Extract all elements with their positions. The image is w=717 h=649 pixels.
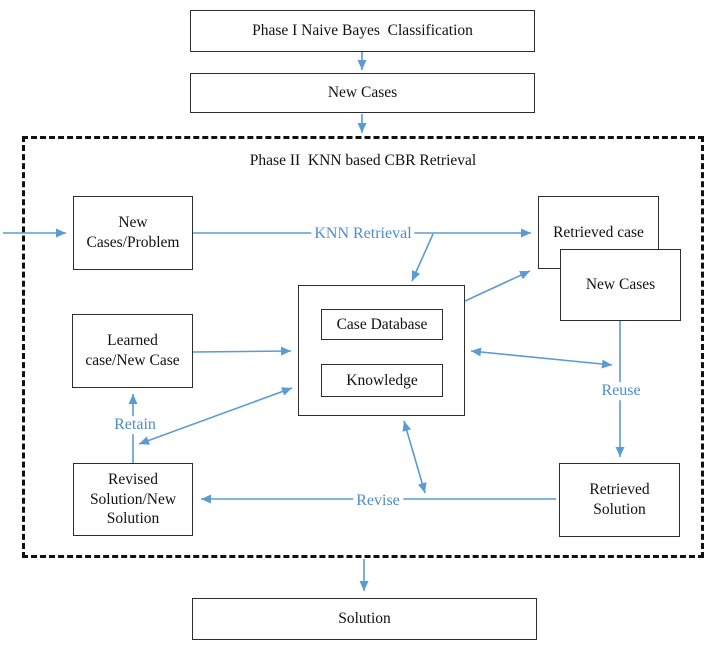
revised-solution-box: Revised Solution/New Solution (73, 463, 193, 536)
new-cases-problem-line2: Cases/Problem (86, 234, 180, 251)
new-cases-top-label: New Cases (327, 84, 398, 102)
knn-retrieval-edge-label: KNN Retrieval (311, 225, 415, 243)
revised-solution-line2: Solution/New (89, 490, 177, 508)
phase1-naive-bayes-box: Phase I Naive Bayes Classification (190, 10, 535, 52)
reuse-edge-label: Reuse (598, 382, 644, 400)
learned-case-box: Learned case/New Case (72, 314, 193, 388)
retain-edge-label: Retain (111, 416, 159, 434)
phase1-label: Phase I Naive Bayes Classification (252, 22, 473, 40)
new-cases-problem-box: New Cases/Problem (73, 196, 193, 270)
new-cases-top-box: New Cases (190, 73, 535, 113)
retrieved-case-label: Retrieved case (553, 223, 644, 241)
revised-solution-line1: Revised (108, 470, 158, 488)
case-database-label: Case Database (336, 315, 428, 333)
knowledge-label: Knowledge (346, 371, 418, 389)
revise-edge-label: Revise (353, 492, 403, 510)
revised-solution-line3: Solution (106, 510, 160, 528)
learned-case-line1: Learned (107, 332, 158, 350)
retrieved-solution-line2: Solution (593, 501, 646, 518)
retrieved-solution-line1: Retrieved (589, 481, 650, 499)
case-knowledge-container-box: Case Database Knowledge (298, 285, 465, 416)
new-cases-inner-label: New Cases (585, 276, 656, 294)
learned-case-line2: case/New Case (85, 352, 180, 369)
solution-label: Solution (338, 610, 391, 628)
case-database-box: Case Database (321, 309, 443, 340)
phase2-title: Phase II KNN based CBR Retrieval (249, 152, 477, 169)
solution-box: Solution (192, 598, 537, 640)
retrieved-solution-box: Retrieved Solution (559, 463, 680, 537)
new-cases-problem-line1: New (118, 214, 148, 232)
phase2-dashed-container (22, 136, 704, 558)
knowledge-box: Knowledge (321, 364, 443, 397)
new-cases-inner-box: New Cases (560, 249, 681, 321)
